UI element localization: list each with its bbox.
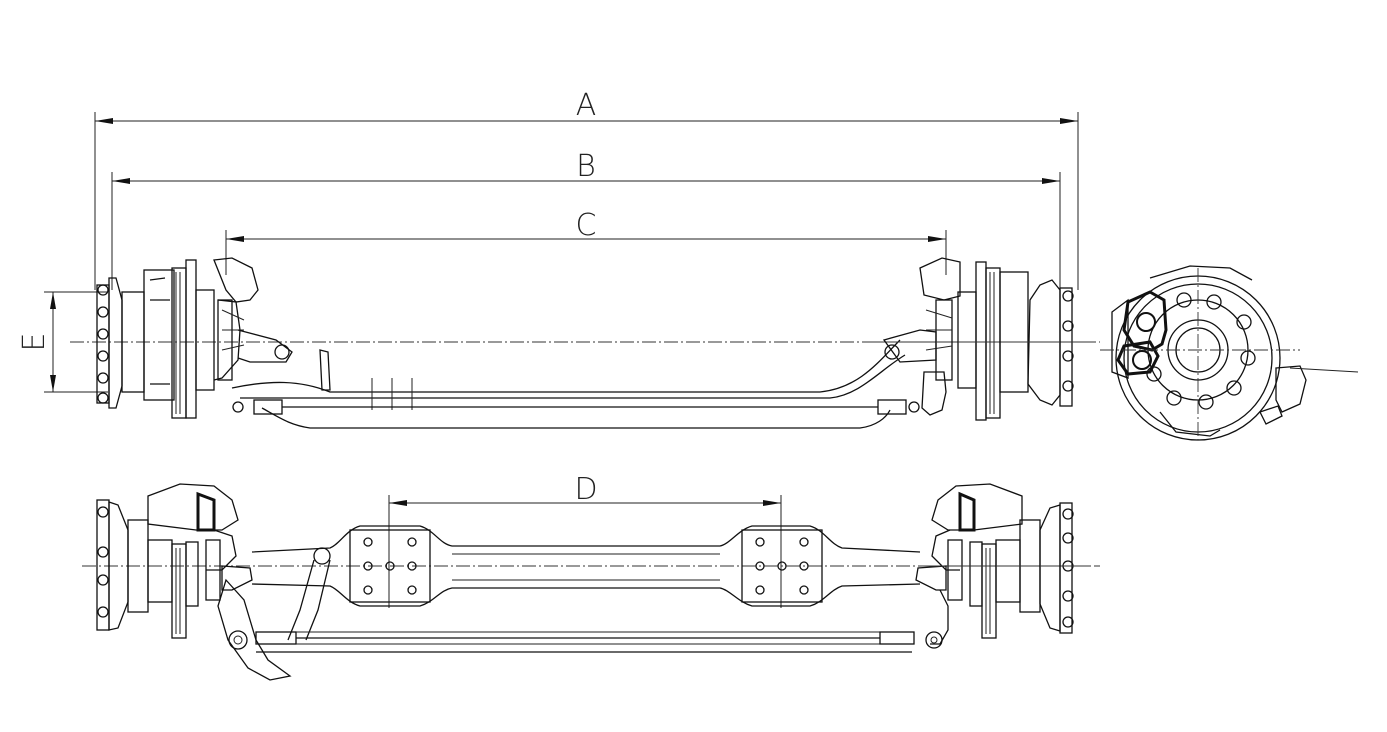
dimension-label-c: C <box>576 208 597 243</box>
front-view <box>70 257 1100 429</box>
dimension-label-b: B <box>576 149 596 184</box>
front-axle-beam <box>231 339 920 429</box>
dimension-label-a: A <box>576 88 597 123</box>
top-axle-beam <box>251 525 921 653</box>
side-view-bolts <box>1146 292 1256 410</box>
top-view <box>82 483 1100 681</box>
front-left-hub <box>96 257 331 419</box>
dimension-label-d: D <box>574 472 597 507</box>
front-right-hub <box>870 257 1090 421</box>
dimension-a: A <box>94 88 1079 290</box>
dimension-b: B <box>111 149 1061 290</box>
side-view-hub <box>1100 265 1359 441</box>
left-spring-pad-holes <box>363 537 417 595</box>
top-left-hub <box>96 483 292 681</box>
dimension-d: D <box>388 472 782 608</box>
right-spring-pad-holes <box>755 537 809 595</box>
dimension-c: C <box>225 208 947 275</box>
top-right-hub <box>915 483 1090 649</box>
dimension-label-e: E <box>17 333 52 352</box>
